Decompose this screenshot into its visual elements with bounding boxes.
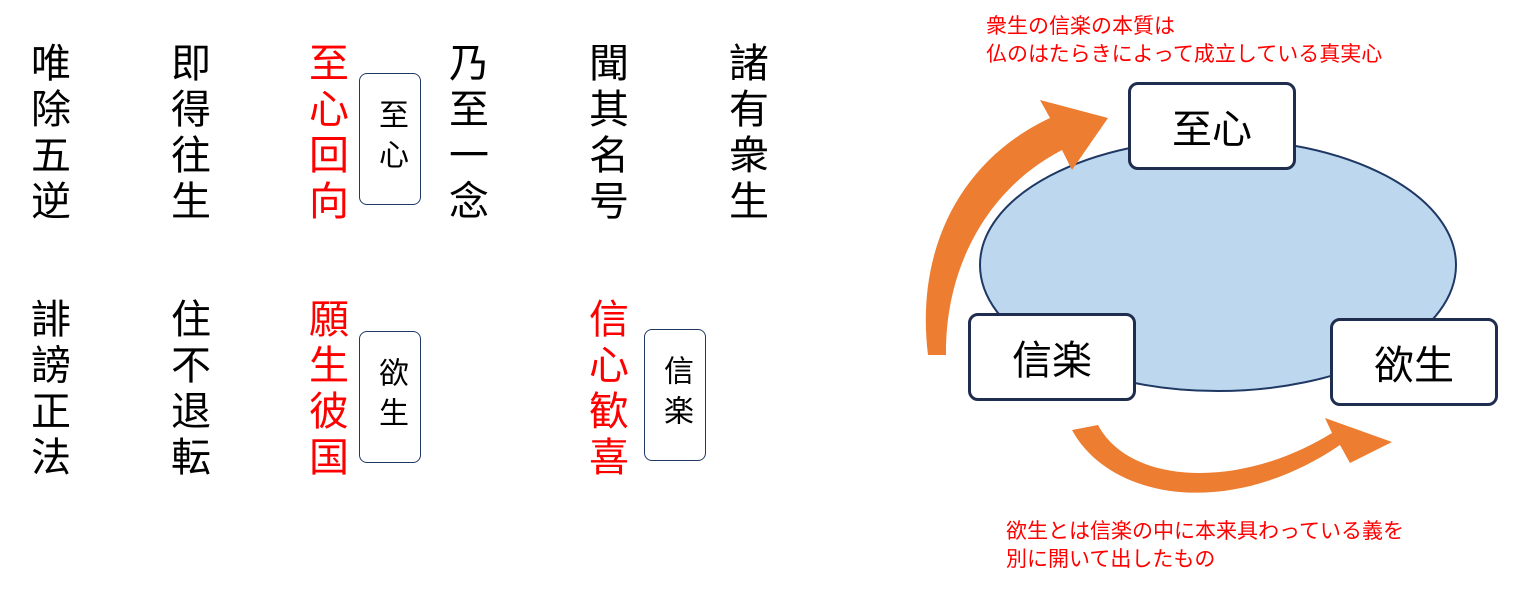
verse-column-highlight: 信心歓喜 [582, 298, 628, 482]
note-bottom: 欲生とは信楽の中に本来具わっている義を 別に開いて出したもの [1006, 517, 1404, 573]
node-shingyo: 信楽 [968, 313, 1136, 401]
verse-column: 誹謗正法 [24, 298, 70, 482]
arrow-shingyo-to-shishin [925, 100, 1108, 355]
note-line: 仏のはたらきによって成立している真実心 [986, 42, 1383, 66]
note-line: 別に開いて出したもの [1006, 547, 1216, 571]
node-shishin: 至心 [1128, 82, 1296, 170]
verse-column: 諸有衆生 [722, 42, 768, 226]
label-box-shishin: 至心 [359, 73, 421, 205]
verse-column: 聞其名号 [582, 42, 628, 226]
arrow-shingyo-to-yokusho [1072, 418, 1392, 493]
verse-column: 即得往生 [164, 42, 210, 226]
verse-column: 住不退転 [164, 298, 210, 482]
label-text: 欲生 [373, 357, 408, 437]
verse-column: 唯除五逆 [24, 42, 70, 226]
verse-column-highlight: 至心回向 [302, 42, 348, 226]
verse-column: 乃至一念 [442, 42, 488, 226]
label-box-shingyo: 信楽 [644, 329, 706, 461]
verse-column-highlight: 願生彼国 [302, 298, 348, 482]
note-line: 衆生の信楽の本質は [986, 14, 1175, 38]
label-text: 至心 [373, 99, 408, 179]
node-yokusho: 欲生 [1330, 318, 1498, 406]
label-text: 信楽 [658, 355, 693, 435]
note-top: 衆生の信楽の本質は 仏のはたらきによって成立している真実心 [986, 12, 1382, 68]
note-line: 欲生とは信楽の中に本来具わっている義を [1006, 519, 1404, 543]
label-box-yokusho: 欲生 [359, 331, 421, 463]
